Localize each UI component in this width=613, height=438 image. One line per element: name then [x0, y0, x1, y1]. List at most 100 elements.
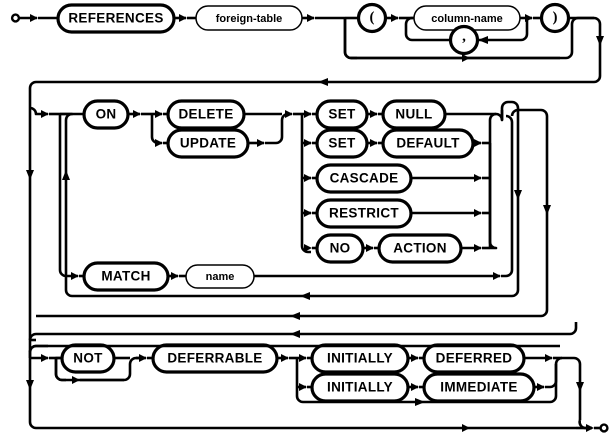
arrow-bypass-parens: [462, 54, 470, 62]
node-deferrable[interactable]: DEFERRABLE: [151, 343, 279, 374]
arrow-spine-down-1: [26, 170, 34, 180]
node-deferred[interactable]: DEFERRED: [422, 343, 526, 374]
node-name[interactable]: name: [185, 264, 255, 289]
node-initially1-label: INITIALLY: [327, 351, 393, 366]
node-match-label: MATCH: [101, 269, 150, 284]
arrow-table-out: [307, 14, 315, 22]
node-no-label: NO: [330, 241, 351, 256]
arrow-restrict-merge: [474, 209, 482, 217]
node-cascade-label: CASCADE: [330, 171, 399, 186]
arrow-deferrable-down: [576, 382, 584, 392]
arrow-immediate-merge: [537, 383, 545, 391]
node-foreign-table[interactable]: foreign-table: [195, 5, 303, 31]
arrow-to-update: [155, 139, 163, 147]
main-spine: [26, 80, 576, 432]
node-immediate[interactable]: IMMEDIATE: [422, 372, 536, 403]
arrow-name-merge: [493, 272, 501, 280]
arrow-loop-back-actions: [300, 292, 310, 300]
arrow-update-merge: [257, 139, 265, 147]
arrow-deferred-merge: [545, 354, 553, 362]
node-name-label: name: [206, 271, 235, 283]
arrow-deferrable-out: [281, 354, 289, 362]
node-default-label: DEFAULT: [396, 136, 460, 151]
node-not[interactable]: NOT: [60, 343, 116, 374]
node-restrict[interactable]: RESTRICT: [315, 198, 413, 229]
node-column-name-label: column-name: [431, 13, 503, 25]
node-action-label: ACTION: [393, 241, 447, 256]
node-references[interactable]: REFERENCES: [56, 3, 176, 34]
arrow-outer-down: [543, 205, 551, 215]
node-null-label: NULL: [395, 107, 432, 122]
arrow-merge-out: [285, 110, 293, 118]
node-on[interactable]: ON: [82, 99, 130, 130]
node-restrict-label: RESTRICT: [329, 206, 399, 221]
node-set2-label: SET: [328, 136, 356, 151]
arrow-lparen-out: [391, 14, 399, 22]
arrow-enter-on: [41, 110, 49, 118]
arrow-to-cascade: [304, 174, 312, 182]
node-foreign-table-label: foreign-table: [216, 13, 283, 25]
node-references-label: REFERENCES: [68, 11, 163, 26]
arrow-to-set-null: [304, 110, 312, 118]
node-rparen[interactable]: ): [539, 2, 571, 34]
arrow-to-initially-1: [299, 354, 307, 362]
arrow-to-set-default: [304, 139, 312, 147]
node-lparen[interactable]: (: [356, 2, 388, 34]
row-on-actions: ON DELETE UPDATE: [29, 99, 522, 290]
node-set-null-set[interactable]: SET: [315, 99, 369, 130]
arrow-on-out: [133, 110, 141, 118]
arrow-actions-down: [514, 190, 522, 200]
start-marker: [10, 13, 21, 23]
arrow-to-no: [304, 244, 312, 252]
node-immediate-label: IMMEDIATE: [440, 380, 517, 395]
node-deferrable-label: DEFERRABLE: [167, 351, 262, 366]
arrow-set1-null: [370, 110, 378, 118]
arrow-to-delete: [155, 110, 163, 118]
arrow-no-action: [366, 244, 374, 252]
node-update[interactable]: UPDATE: [166, 128, 250, 159]
row-references: REFERENCES foreign-table ( column: [10, 2, 604, 86]
arrow-bottom-bypass: [462, 424, 470, 432]
arrow-outer-return: [290, 312, 300, 320]
end-marker: [599, 423, 609, 433]
node-action[interactable]: ACTION: [377, 233, 463, 264]
row-deferrable: NOT DEFERRABLE INITIALLY: [28, 322, 584, 420]
arrow-cascade-merge: [474, 174, 482, 182]
node-no[interactable]: NO: [315, 233, 365, 264]
node-delete[interactable]: DELETE: [166, 99, 246, 130]
arrow-down-right: [596, 36, 604, 46]
node-not-label: NOT: [73, 351, 103, 366]
row-end: [576, 419, 609, 433]
node-set1-label: SET: [328, 107, 356, 122]
arrow-start: [30, 14, 38, 22]
node-deferred-label: DEFERRED: [436, 351, 513, 366]
arrow-spine-down-2: [26, 380, 34, 390]
arrow-initially2-immediate: [411, 383, 419, 391]
arrow-set2-default: [370, 139, 378, 147]
arrow-end: [586, 424, 594, 432]
arrow-to-restrict: [304, 209, 312, 217]
node-delete-label: DELETE: [178, 107, 233, 122]
node-null[interactable]: NULL: [381, 99, 447, 130]
node-comma[interactable]: ,: [448, 24, 480, 56]
node-set-default-set[interactable]: SET: [315, 128, 369, 159]
node-initially-1[interactable]: INITIALLY: [310, 343, 410, 374]
node-initially-2[interactable]: INITIALLY: [310, 372, 410, 403]
node-match[interactable]: MATCH: [82, 261, 170, 292]
node-cascade[interactable]: CASCADE: [315, 163, 413, 194]
arrow-to-initially-2: [299, 383, 307, 391]
node-lparen-label: (: [370, 9, 375, 25]
arrow-match-name: [171, 272, 179, 280]
node-default[interactable]: DEFAULT: [381, 128, 475, 159]
arrow-action-merge: [474, 244, 482, 252]
arrow-return-top: [318, 78, 328, 86]
node-initially2-label: INITIALLY: [327, 380, 393, 395]
node-comma-label: ,: [462, 28, 466, 44]
node-rparen-label: ): [553, 9, 558, 25]
node-update-label: UPDATE: [180, 136, 236, 151]
arrow-loop-up: [62, 170, 70, 180]
node-on-label: ON: [96, 107, 117, 122]
arrow-ref-to-table: [179, 14, 187, 22]
arrow-default-merge: [474, 139, 482, 147]
